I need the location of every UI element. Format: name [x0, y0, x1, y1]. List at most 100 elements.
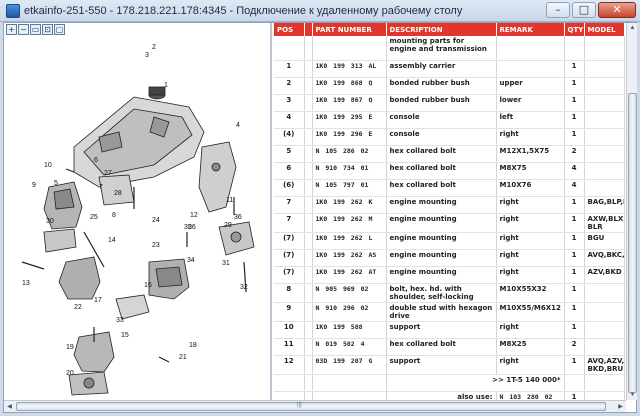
horizontal-scroll-thumb[interactable] [16, 402, 606, 411]
maximize-button[interactable]: □ [572, 2, 596, 18]
callout-label[interactable]: 35 [184, 224, 192, 231]
zoom-fit-icon[interactable]: ▭ [30, 24, 41, 35]
callout-label[interactable]: 26 [188, 224, 196, 231]
callout-label[interactable]: 33 [116, 317, 124, 324]
callout-label[interactable]: 16 [144, 282, 152, 289]
column-header[interactable] [304, 23, 313, 36]
row-part-number: 1K0 199 262 AS [312, 249, 387, 267]
column-header[interactable]: PART NUMBER [312, 23, 387, 36]
horizontal-scrollbar[interactable]: ◀ ||| ▶ [4, 400, 626, 412]
callout-label[interactable]: 13 [22, 280, 30, 287]
vertical-scrollbar[interactable]: ▲ ▼ [626, 23, 637, 400]
scroll-right-icon[interactable]: ▶ [618, 404, 623, 410]
row-marker [304, 94, 313, 112]
scroll-left-icon[interactable]: ◀ [7, 404, 12, 410]
callout-label[interactable]: 30 [46, 218, 54, 225]
table-row[interactable]: mounting parts for engine and transmissi… [274, 36, 625, 61]
row-qty: 2 [564, 338, 585, 356]
column-header[interactable]: DESCRIPTION [386, 23, 497, 36]
row-qty: 1 [564, 128, 585, 146]
row-description: assembly carrier [386, 60, 497, 78]
row-remark: M8X75 [496, 162, 565, 180]
row-description: hex collared bolt [386, 145, 497, 163]
column-header[interactable]: POS [274, 23, 305, 36]
callout-label[interactable]: 11 [226, 197, 233, 204]
row-part-number: 1K0 199 262 K [312, 196, 387, 214]
callout-label[interactable]: 25 [90, 214, 98, 221]
row-pos: 3 [274, 94, 305, 112]
callout-label[interactable]: 14 [108, 237, 116, 244]
callout-label[interactable]: 18 [189, 342, 197, 349]
zoom-window-icon[interactable]: ⊡ [42, 24, 53, 35]
callout-label[interactable]: 19 [66, 344, 74, 351]
callout-label[interactable]: 27 [104, 170, 112, 177]
row-marker [304, 128, 313, 146]
row-marker [304, 162, 313, 180]
callout-label[interactable]: 28 [114, 190, 122, 197]
column-header[interactable]: QTY [564, 23, 585, 36]
callout-label[interactable]: 10 [44, 162, 52, 169]
row-remark [496, 60, 565, 78]
callout-label[interactable]: 31 [222, 260, 230, 267]
close-button[interactable]: ✕ [598, 2, 636, 18]
callout-label[interactable]: 4 [236, 122, 240, 129]
callout-label[interactable]: 36 [234, 214, 242, 221]
callout-label[interactable]: 29 [224, 222, 232, 229]
row-qty [564, 36, 585, 61]
callout-label[interactable]: 2 [152, 44, 156, 51]
callout-label[interactable]: 22 [74, 304, 82, 311]
callout-label[interactable]: 24 [152, 217, 160, 224]
callout-label[interactable]: 1 [164, 82, 168, 89]
column-header[interactable]: REMARK [496, 23, 565, 36]
callout-label[interactable]: 21 [179, 354, 187, 361]
callout-label[interactable]: 6 [94, 157, 98, 164]
callout-label[interactable]: 9 [32, 182, 36, 189]
zoom-reset-icon[interactable]: ▢ [54, 24, 65, 35]
callout-label[interactable]: 3 [145, 52, 149, 59]
vertical-scroll-thumb[interactable] [628, 93, 637, 393]
callout-label[interactable]: 12 [190, 212, 198, 219]
scroll-up-icon[interactable]: ▲ [629, 25, 636, 31]
callout-label[interactable]: 8 [112, 212, 116, 219]
table-row-footnote: >> 1T-5 140 000* [274, 374, 625, 392]
callout-label[interactable]: 5 [54, 180, 58, 187]
callout-label[interactable]: 7 [99, 184, 103, 191]
callout-label[interactable]: 15 [121, 332, 129, 339]
callout-label[interactable]: 32 [240, 284, 248, 291]
zoom-in-icon[interactable]: + [6, 24, 17, 35]
row-description: double stud with hexagon drive [386, 302, 497, 322]
transmission-mount-drawing [58, 256, 190, 300]
column-header[interactable]: MODEL [584, 23, 625, 36]
callout-label[interactable]: 17 [94, 297, 102, 304]
callout-label[interactable]: 34 [187, 257, 195, 264]
row-part-number [312, 374, 387, 392]
row-model [584, 111, 625, 129]
callout-label[interactable]: 20 [66, 370, 74, 377]
row-part-number: 1K0 199 868 Q [312, 77, 387, 95]
zoom-out-icon[interactable]: − [18, 24, 29, 35]
row-remark: right [496, 128, 565, 146]
callout-label[interactable]: 23 [152, 242, 160, 249]
scroll-down-icon[interactable]: ▼ [629, 392, 636, 398]
minimize-button[interactable]: – [546, 2, 570, 18]
parts-exploded-drawing[interactable]: 1234567891011121314151617181920212223242… [4, 37, 272, 400]
